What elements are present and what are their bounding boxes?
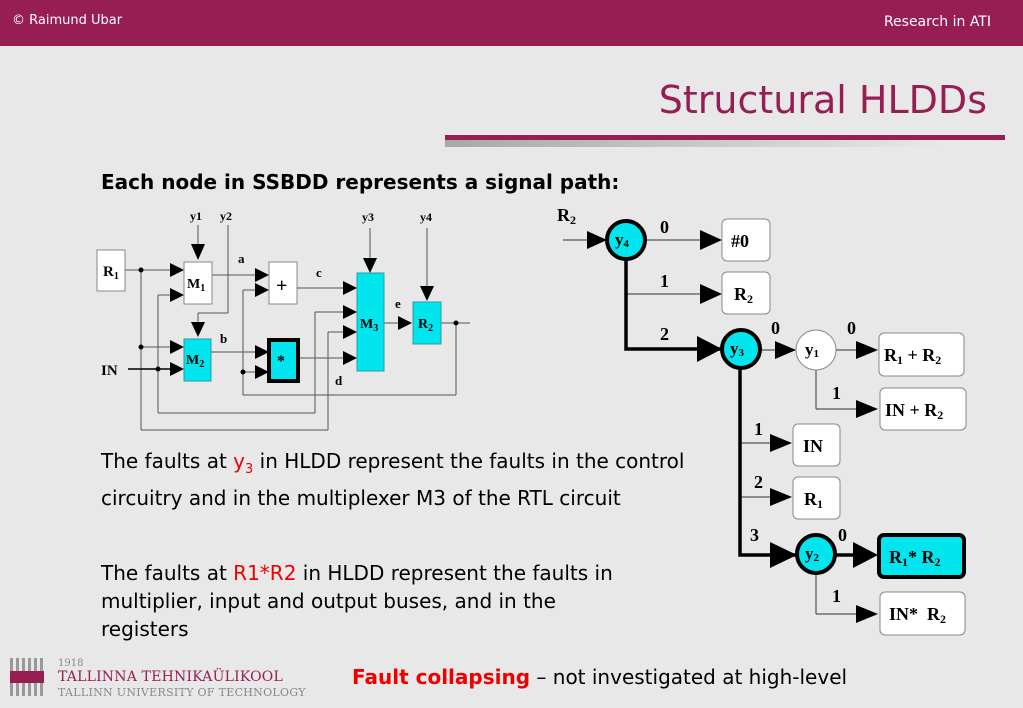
svg-text:R1: R1 xyxy=(103,264,119,282)
hldd-graph: y4 y3 y1 y2 #0 R2 R1 + R2 IN + R2 xyxy=(557,205,967,636)
logo-name-et: TALLINNA TEHNIKAÜLIKOOL xyxy=(58,669,283,685)
logo-name-en: TALLINN UNIVERSITY OF TECHNOLOGY xyxy=(58,686,306,699)
logo-year: 1918 xyxy=(58,658,84,669)
block-m3: M3 xyxy=(356,272,385,372)
block-adder: + xyxy=(268,261,298,305)
svg-text:+: + xyxy=(276,275,287,297)
svg-text:y3: y3 xyxy=(730,339,745,359)
svg-text:R2: R2 xyxy=(734,284,753,306)
edge-label-y3-0: 0 xyxy=(771,318,780,338)
edge-label-y1-0: 0 xyxy=(847,318,856,338)
university-logo-icon xyxy=(10,658,44,696)
circuit-labels: y1 y2 y3 y4 IN a b c d e xyxy=(101,209,432,388)
circuit-wires xyxy=(125,225,470,431)
hldd-terminal-in-plus-r2: IN + R2 xyxy=(879,387,967,431)
label-y3: y3 xyxy=(362,210,374,224)
label-a: a xyxy=(238,251,245,266)
svg-text:IN* R2: IN* R2 xyxy=(889,604,946,626)
block-multiplier: * xyxy=(267,338,300,383)
block-r1: R1 xyxy=(96,249,126,292)
edge-label-y2-0: 0 xyxy=(838,525,847,545)
block-r2: R2 xyxy=(412,301,442,345)
hldd-node-y3: y3 xyxy=(720,328,762,370)
svg-text:M1: M1 xyxy=(187,277,205,294)
hldd-terminal-in-times-r2: IN* R2 xyxy=(879,591,966,636)
hldd-arrowheads xyxy=(587,230,878,623)
edge-label-y1-1: 1 xyxy=(832,383,841,403)
hldd-terminal-in: IN xyxy=(792,423,841,467)
svg-text:M3: M3 xyxy=(360,317,378,334)
edge-label-y3-2: 2 xyxy=(754,472,763,492)
label-e: e xyxy=(395,296,401,311)
svg-text:IN: IN xyxy=(803,436,823,456)
title-underline xyxy=(445,135,1005,140)
title-shadow xyxy=(445,140,945,147)
hldd-root-label: R2 xyxy=(557,205,576,227)
block-m2: M2 xyxy=(183,338,212,382)
hldd-terminal-r2: R2 xyxy=(721,271,771,315)
svg-text:y4: y4 xyxy=(615,230,630,250)
hldd-edge-labels: 0 1 2 0 0 1 1 2 3 0 1 xyxy=(660,217,856,606)
hldd-node-y2: y2 xyxy=(795,533,837,575)
label-b: b xyxy=(220,331,227,346)
svg-text:R1* R2: R1* R2 xyxy=(889,547,941,569)
highlight-r1r2: R1*R2 xyxy=(233,561,297,585)
paragraph-y3-faults: The faults at y3 in HLDD represent the f… xyxy=(101,449,685,510)
edge-label-y2-1: 1 xyxy=(832,586,841,606)
svg-text:R1 + R2: R1 + R2 xyxy=(884,345,941,367)
hldd-node-y4: y4 xyxy=(605,219,647,261)
svg-text:IN + R2: IN + R2 xyxy=(885,400,943,422)
hldd-terminal-r1: R1 xyxy=(792,476,841,520)
subheading: Each node in SSBDD represents a signal p… xyxy=(101,170,620,194)
hldd-terminal-const0: #0 xyxy=(721,218,771,262)
junction-dots xyxy=(138,267,459,375)
edge-label-y4-1: 1 xyxy=(660,271,669,291)
highlight-y3: y3 xyxy=(233,449,254,477)
circuit-arrowheads xyxy=(170,244,434,379)
rtl-circuit: R1 M1 M2 + * M3 R2 y1 y2 y3 xyxy=(96,209,470,431)
author-credit: © Raimund Ubar xyxy=(12,13,123,28)
label-d: d xyxy=(335,373,343,388)
slide-title: Structural HLDDs xyxy=(658,78,987,122)
label-y1: y1 xyxy=(190,209,202,223)
svg-text:y2: y2 xyxy=(805,544,820,564)
edge-label-y3-3: 3 xyxy=(750,525,759,545)
svg-text:#0: #0 xyxy=(731,231,749,251)
edge-label-y3-1: 1 xyxy=(754,419,763,439)
label-c: c xyxy=(316,265,322,280)
paragraph-r1r2-faults: The faults at R1*R2 in HLDD represent th… xyxy=(101,561,613,641)
block-m1: M1 xyxy=(183,261,213,305)
header-bar: © Raimund Ubar Research in ATI xyxy=(0,0,1023,46)
svg-text:*: * xyxy=(277,353,285,370)
header-section-label: Research in ATI xyxy=(883,14,991,30)
label-in: IN xyxy=(101,363,118,379)
svg-text:R2: R2 xyxy=(418,317,433,334)
footer-note: Fault collapsing – not investigated at h… xyxy=(352,665,848,689)
svg-text:y1: y1 xyxy=(805,340,819,360)
hldd-terminal-r1-plus-r2: R1 + R2 xyxy=(878,332,965,377)
hldd-node-y1: y1 xyxy=(795,329,837,371)
hldd-terminal-r1-times-r2: R1* R2 xyxy=(877,533,966,579)
footer-highlight: Fault collapsing xyxy=(352,665,531,689)
edge-label-y4-2: 2 xyxy=(660,324,669,344)
label-y4: y4 xyxy=(420,210,432,224)
edge-label-y4-0: 0 xyxy=(660,217,669,237)
svg-text:M2: M2 xyxy=(186,353,204,370)
label-y2: y2 xyxy=(220,209,232,223)
svg-text:R1: R1 xyxy=(804,489,823,511)
